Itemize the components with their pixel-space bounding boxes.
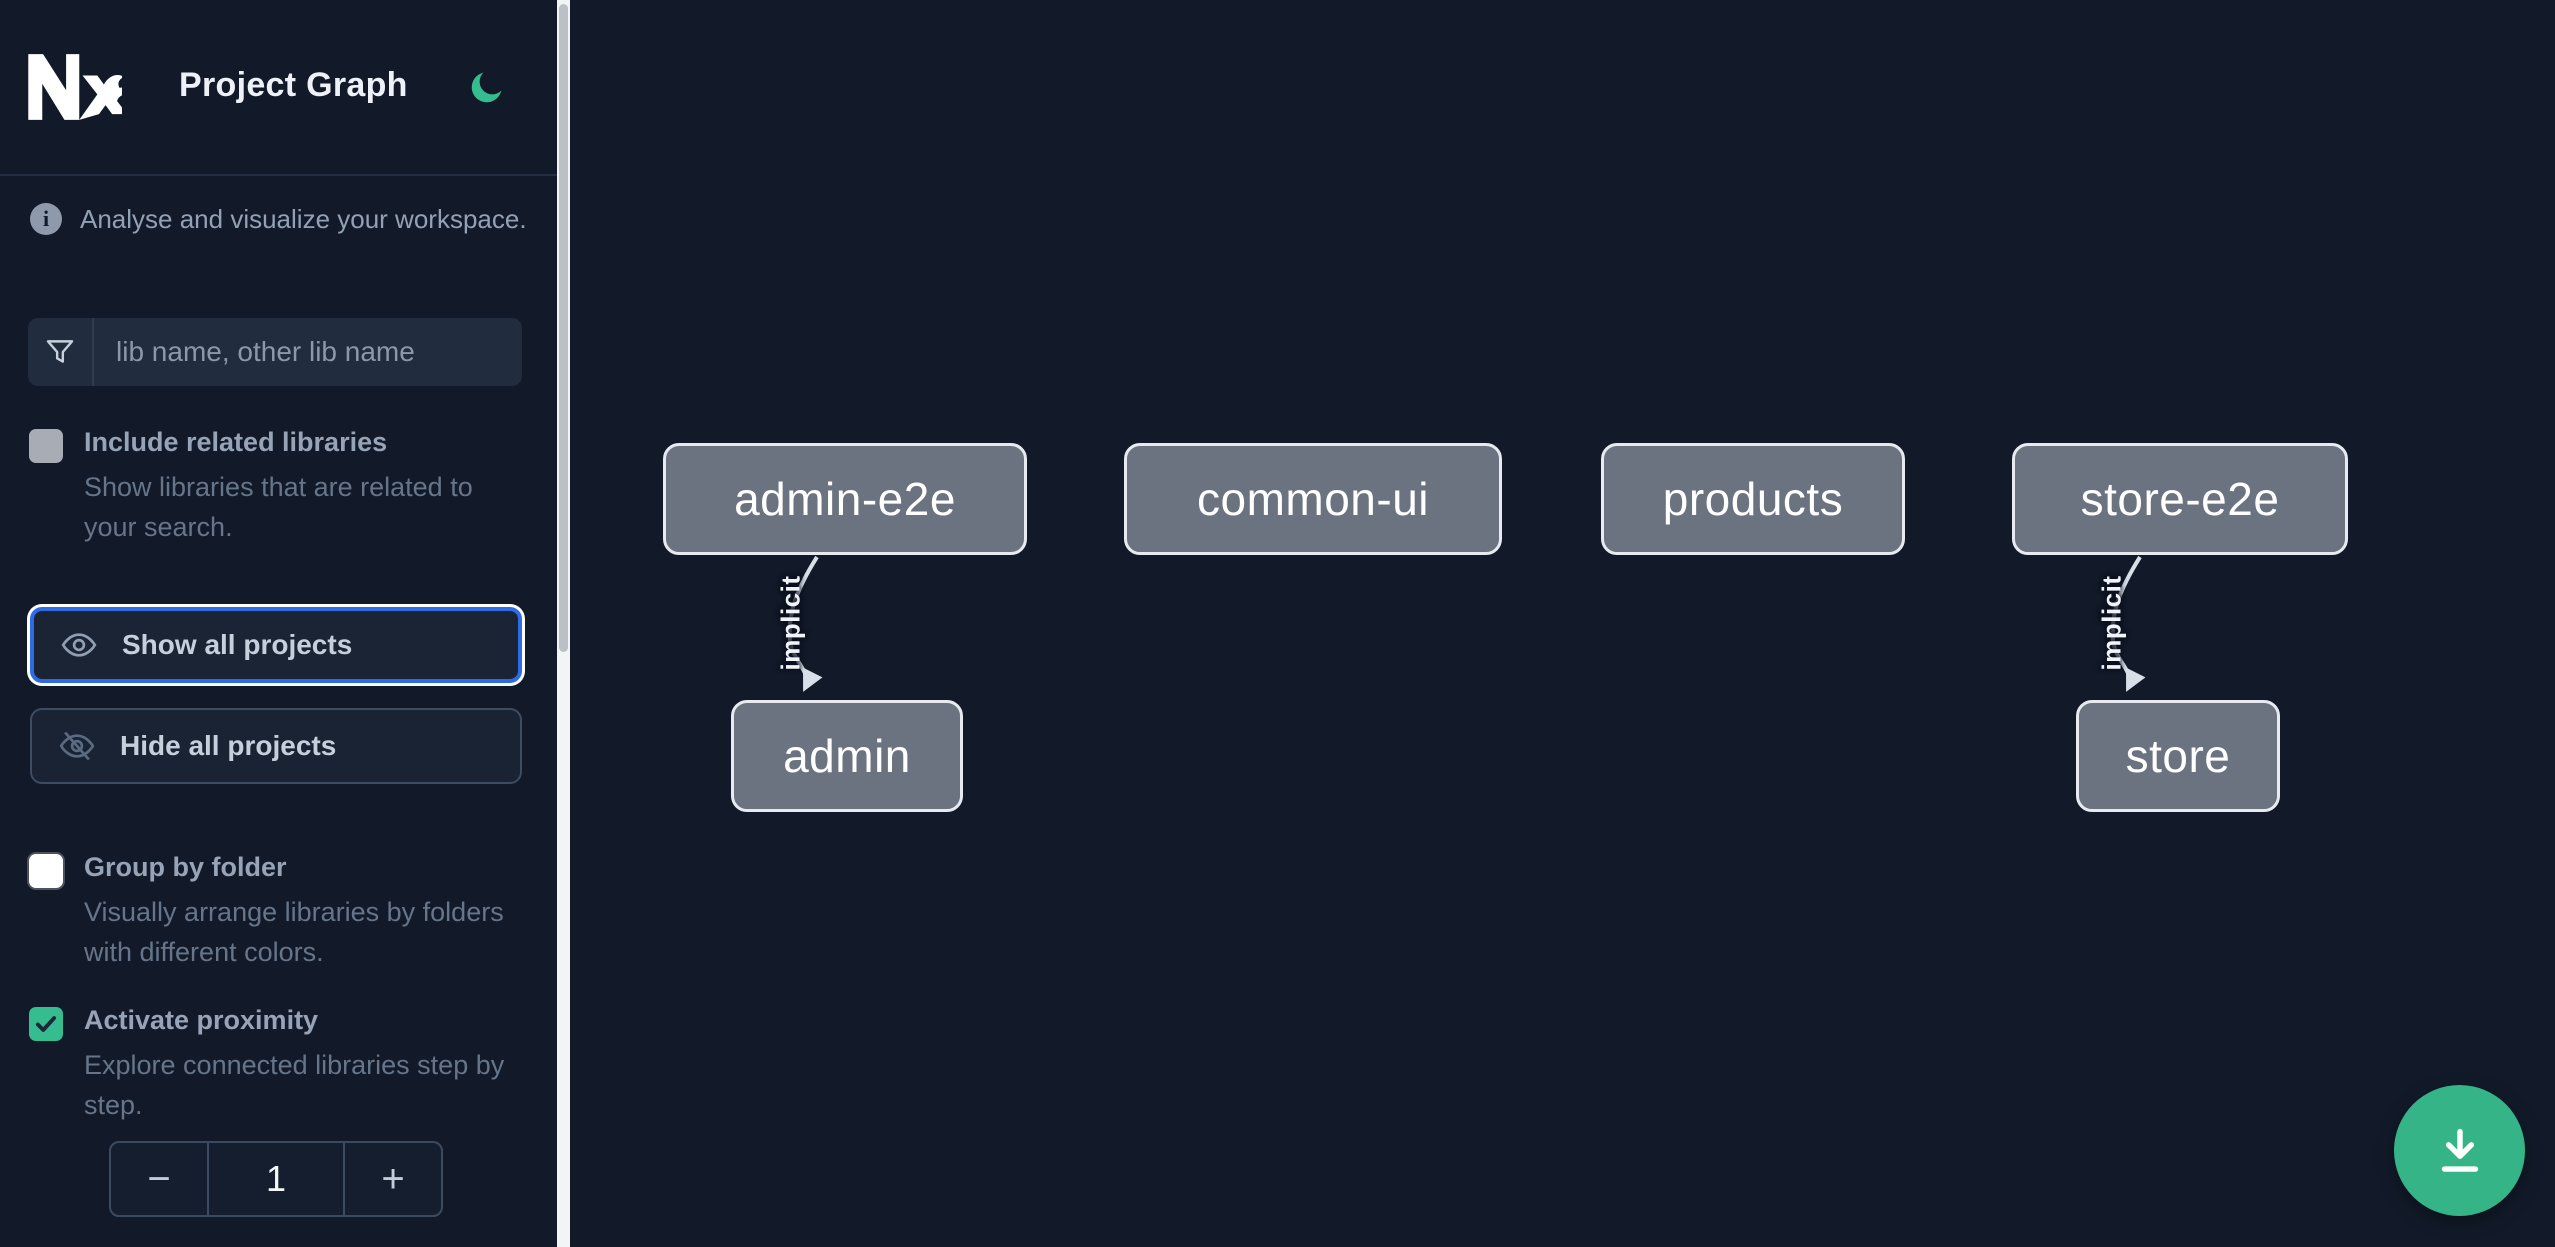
edge-store-e2e-to-store[interactable] — [2110, 555, 2146, 692]
proximity-decrement-button[interactable]: − — [111, 1143, 209, 1215]
theme-toggle-button[interactable] — [467, 67, 507, 107]
button-label: Show all projects — [122, 629, 353, 660]
download-graph-button[interactable] — [2394, 1085, 2525, 1216]
option-description: Visually arrange libraries by folders wi… — [84, 897, 504, 967]
edge-label-implicit: implicit — [775, 575, 806, 671]
proximity-value: 1 — [265, 1158, 287, 1199]
proximity-stepper: − 1 + — [109, 1141, 443, 1217]
checkmark-icon — [35, 1016, 57, 1032]
search-input[interactable] — [94, 318, 522, 386]
option-description: Show libraries that are related to your … — [84, 472, 473, 542]
include-related-checkbox[interactable] — [29, 429, 63, 463]
option-label: Activate proximity — [84, 1005, 319, 1035]
hide-all-projects-button[interactable]: Hide all projects — [30, 708, 522, 784]
download-icon — [2441, 1128, 2478, 1172]
info-text: Analyse and visualize your workspace. — [80, 203, 527, 234]
option-description: Explore connected libraries step by step… — [84, 1050, 505, 1120]
project-graph-canvas[interactable]: implicit implicit admin-e2e common-ui pr… — [570, 0, 2555, 1247]
project-node-products[interactable]: products — [1601, 443, 1905, 555]
node-label: store-e2e — [2080, 473, 2280, 525]
activate-proximity-checkbox[interactable] — [29, 1007, 63, 1041]
option-label: Include related libraries — [84, 427, 388, 457]
eye-icon — [61, 633, 97, 657]
eye-off-icon — [59, 731, 95, 761]
sidebar-scrollbar[interactable] — [557, 0, 570, 1247]
workspace-info: Analyse and visualize your workspace. — [30, 203, 530, 235]
moon-icon — [471, 72, 502, 103]
project-node-admin-e2e[interactable]: admin-e2e — [663, 443, 1027, 555]
search-box — [28, 318, 522, 386]
dependency-edges — [787, 555, 2146, 692]
project-node-store-e2e[interactable]: store-e2e — [2012, 443, 2348, 555]
node-label: admin — [783, 730, 911, 782]
proximity-increment-button[interactable]: + — [343, 1143, 441, 1215]
nx-logo — [28, 54, 122, 120]
sidebar-header: Project Graph — [0, 0, 557, 176]
sidebar: Project Graph Analyse and visualize your… — [0, 0, 557, 1247]
page-title: Project Graph — [179, 66, 408, 104]
node-label: common-ui — [1196, 473, 1429, 525]
edge-admin-e2e-to-admin[interactable] — [787, 555, 823, 692]
info-icon — [30, 203, 62, 235]
filter-funnel-icon — [28, 318, 94, 386]
scrollbar-thumb[interactable] — [559, 4, 568, 652]
project-node-common-ui[interactable]: common-ui — [1124, 443, 1502, 555]
edge-label-implicit: implicit — [2096, 575, 2127, 671]
project-node-admin[interactable]: admin — [731, 700, 963, 812]
option-label: Group by folder — [84, 852, 287, 882]
project-node-store[interactable]: store — [2076, 700, 2280, 812]
show-all-projects-button[interactable]: Show all projects — [30, 607, 522, 683]
group-by-folder-checkbox[interactable] — [29, 854, 63, 888]
node-label: store — [2125, 730, 2231, 782]
node-label: products — [1662, 473, 1844, 525]
button-label: Hide all projects — [120, 730, 337, 761]
node-label: admin-e2e — [734, 473, 956, 525]
